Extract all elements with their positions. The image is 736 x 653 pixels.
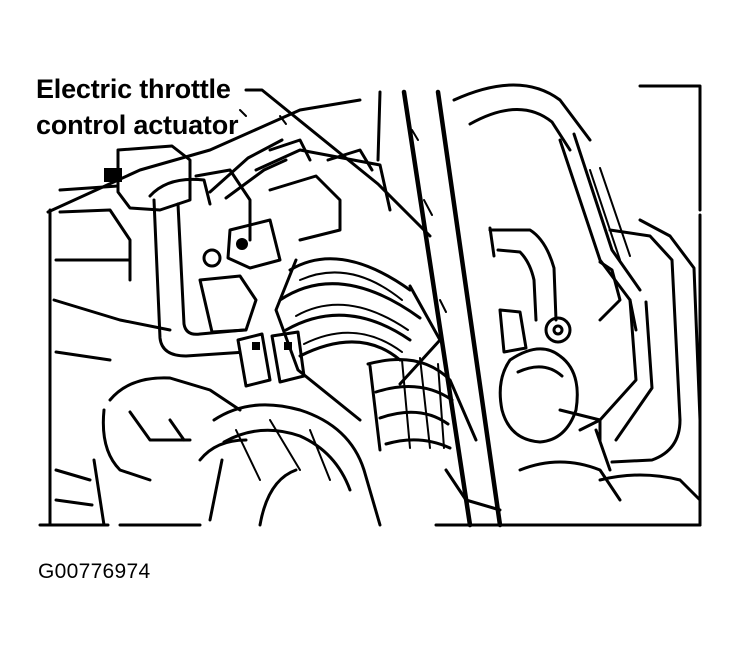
callout-leader-line bbox=[244, 88, 432, 238]
callout-label-line2: control actuator bbox=[36, 110, 239, 140]
callout-label-line1: Electric throttle bbox=[36, 74, 231, 104]
vacuum-hose-left bbox=[148, 177, 248, 358]
intake-duct bbox=[274, 257, 442, 422]
breather-hose-top bbox=[208, 138, 288, 200]
figure-code: G00776974 bbox=[38, 560, 151, 583]
intake-bellows bbox=[366, 357, 478, 452]
wiring-harness bbox=[558, 132, 654, 442]
canister bbox=[498, 308, 579, 444]
hose-clamps bbox=[236, 330, 306, 388]
top-detail-marks bbox=[239, 109, 374, 172]
actuator-body bbox=[52, 144, 392, 362]
lower-right-bracket bbox=[444, 408, 702, 512]
coolant-hose-bottom bbox=[54, 458, 106, 527]
air-intake-tube bbox=[101, 376, 382, 527]
firewall-strut bbox=[401, 89, 503, 528]
illustration-outline bbox=[38, 84, 702, 527]
right-hose-vertical bbox=[594, 218, 702, 472]
right-hose-upper bbox=[452, 83, 592, 322]
